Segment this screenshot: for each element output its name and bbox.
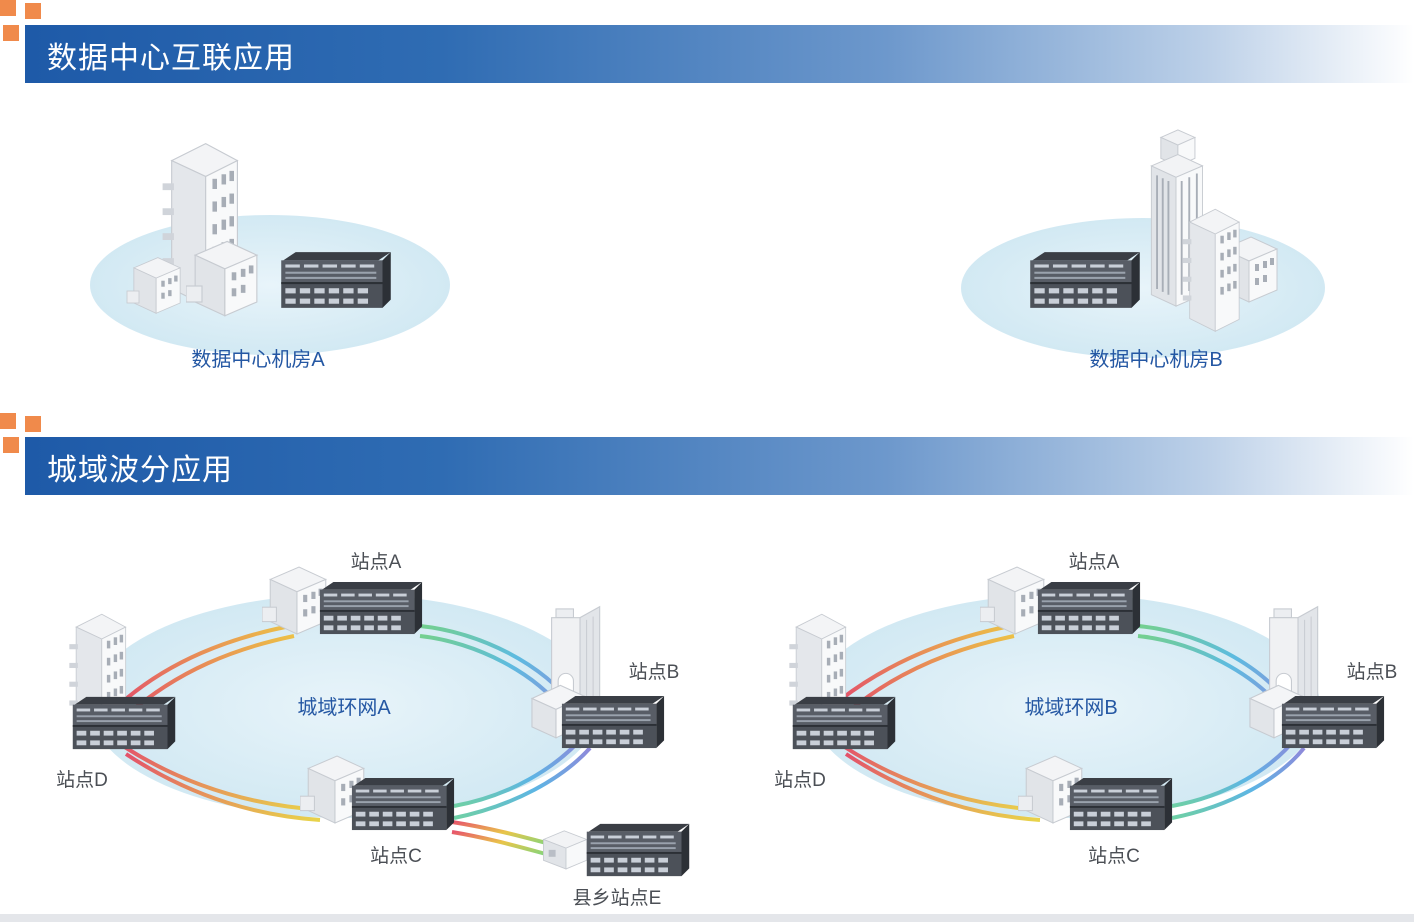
ring-b-site-c-label: 站点C: [1088, 845, 1140, 867]
section-banner: 数据中心互联应用: [25, 25, 1414, 83]
transport-device-icon: [281, 252, 391, 308]
corner-square: [25, 416, 41, 432]
ring-b-name: 城域环网B: [1024, 696, 1117, 719]
corner-square: [3, 437, 19, 453]
inter-ring-link: [664, 718, 796, 734]
transport-device-icon: [1030, 252, 1140, 308]
ring-b-site-a-label: 站点A: [1069, 551, 1120, 573]
datacenter-link: [408, 290, 1012, 304]
datacenter-b-label: 数据中心机房B: [1089, 348, 1222, 371]
section-title: 城域波分应用: [47, 454, 233, 487]
footer-bar: [0, 914, 1414, 922]
ring-a-site-d-label: 站点D: [56, 769, 108, 791]
ring-b-site-d-label: 站点D: [774, 769, 826, 791]
corner-square: [25, 3, 41, 19]
ring-b-site-a: [980, 566, 1141, 635]
ring-a-site-a: [262, 566, 423, 635]
datacenter-a-buildings: [126, 143, 258, 317]
ring-b-site-b-label: 站点B: [1347, 661, 1398, 683]
ring-a-name: 城域环网A: [297, 696, 391, 719]
site-e: [543, 823, 690, 877]
corner-square: [3, 25, 19, 41]
ring-a-site-b-label: 站点B: [629, 661, 680, 683]
section-banner: 城域波分应用: [25, 437, 1414, 495]
ring-a-site-a-label: 站点A: [351, 551, 402, 573]
ring-a-site-c-label: 站点C: [370, 845, 422, 867]
corner-square: [0, 413, 16, 429]
section-title: 数据中心互联应用: [47, 42, 295, 75]
corner-square: [0, 0, 16, 16]
datacenter-a-label: 数据中心机房A: [191, 348, 325, 371]
site-e-label: 县乡站点E: [573, 887, 662, 909]
